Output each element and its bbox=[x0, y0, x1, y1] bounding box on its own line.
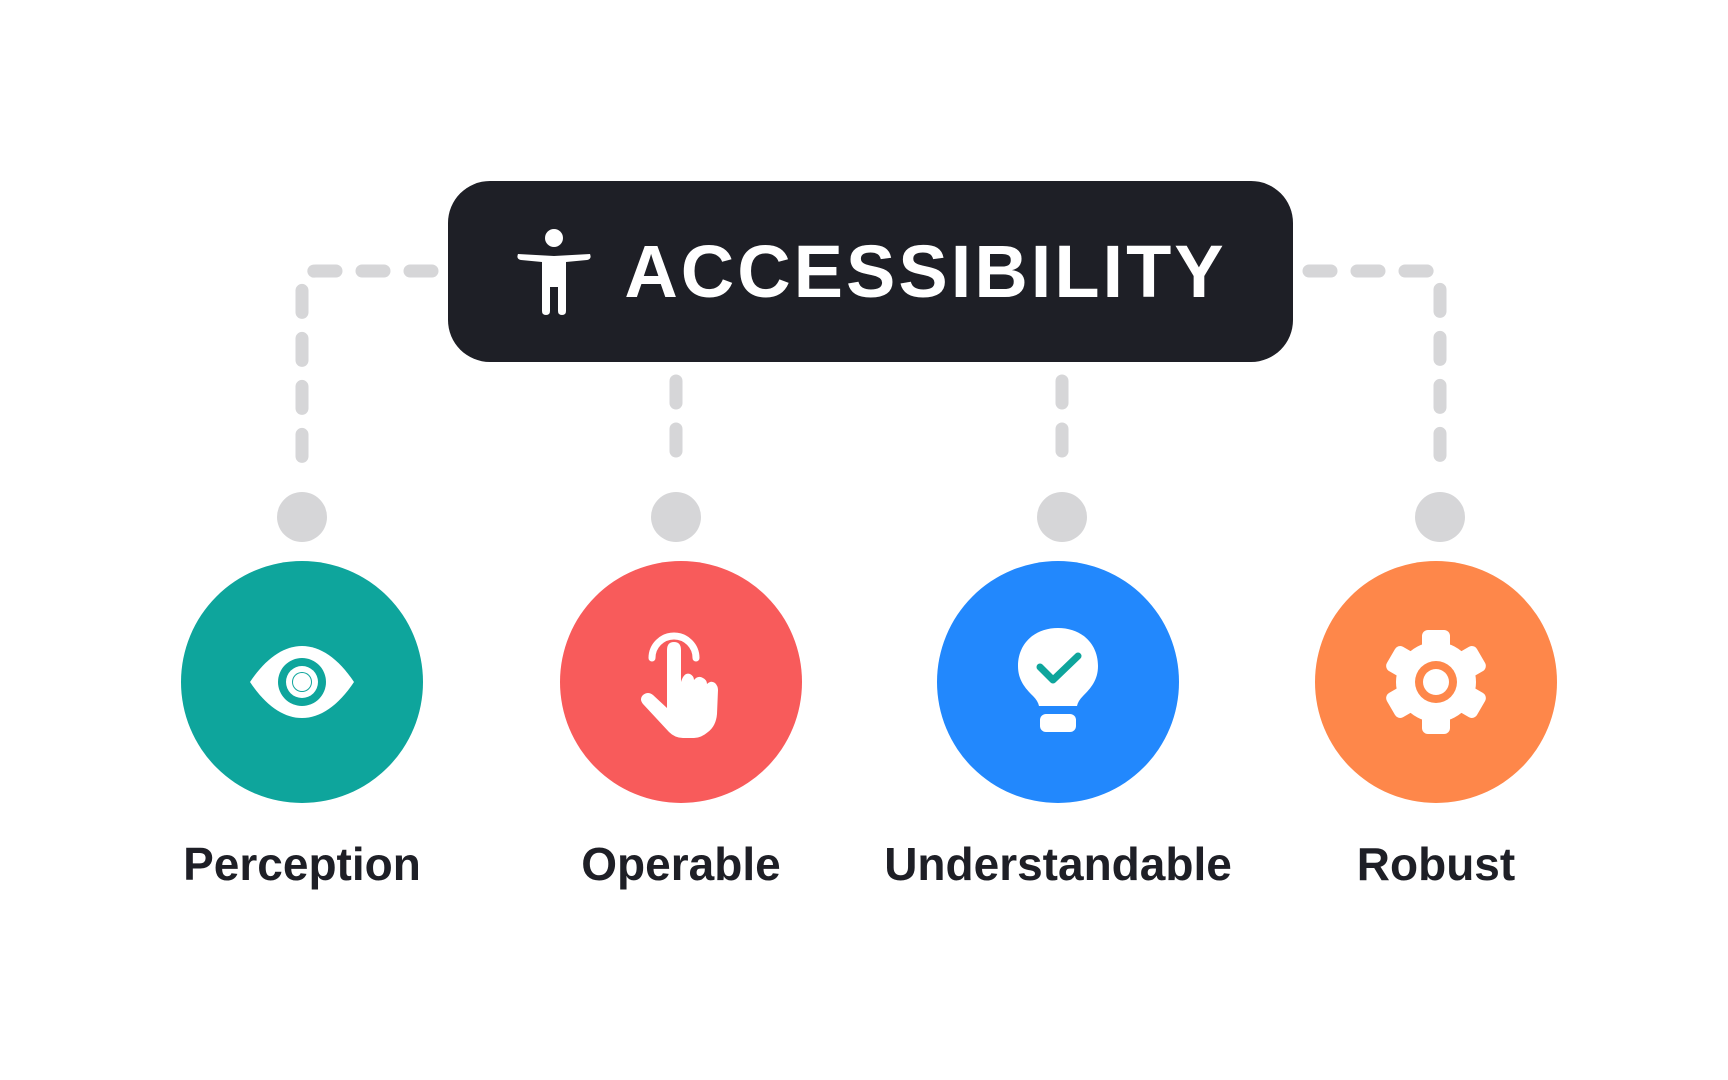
operable-circle bbox=[560, 561, 802, 803]
connector-perception bbox=[295, 264, 439, 479]
eye-icon bbox=[250, 646, 354, 718]
principle-label: Perception bbox=[183, 838, 421, 890]
principle-label: Understandable bbox=[884, 838, 1232, 890]
accessibility-person-icon bbox=[517, 228, 591, 315]
principle-understandable: Understandable bbox=[884, 561, 1232, 887]
principle-perception: Perception bbox=[142, 561, 462, 887]
node-dot-perception bbox=[277, 492, 327, 542]
gear-icon bbox=[1386, 630, 1486, 734]
connector-robust bbox=[1302, 264, 1447, 479]
title-box: ACCESSIBILITY bbox=[448, 181, 1293, 362]
node-dot-understandable bbox=[1037, 492, 1087, 542]
principle-label: Robust bbox=[1356, 838, 1516, 890]
perception-circle bbox=[181, 561, 423, 803]
principle-label: Operable bbox=[581, 838, 781, 890]
node-dot-robust bbox=[1415, 492, 1465, 542]
principle-operable: Operable bbox=[521, 561, 841, 887]
node-dot-operable bbox=[651, 492, 701, 542]
lightbulb-check-icon bbox=[1018, 628, 1098, 732]
principle-robust: Robust bbox=[1276, 561, 1596, 887]
understandable-circle bbox=[937, 561, 1179, 803]
pointer-hand-icon bbox=[641, 632, 718, 738]
page-title: ACCESSIBILITY bbox=[624, 229, 1227, 313]
robust-circle bbox=[1315, 561, 1557, 803]
